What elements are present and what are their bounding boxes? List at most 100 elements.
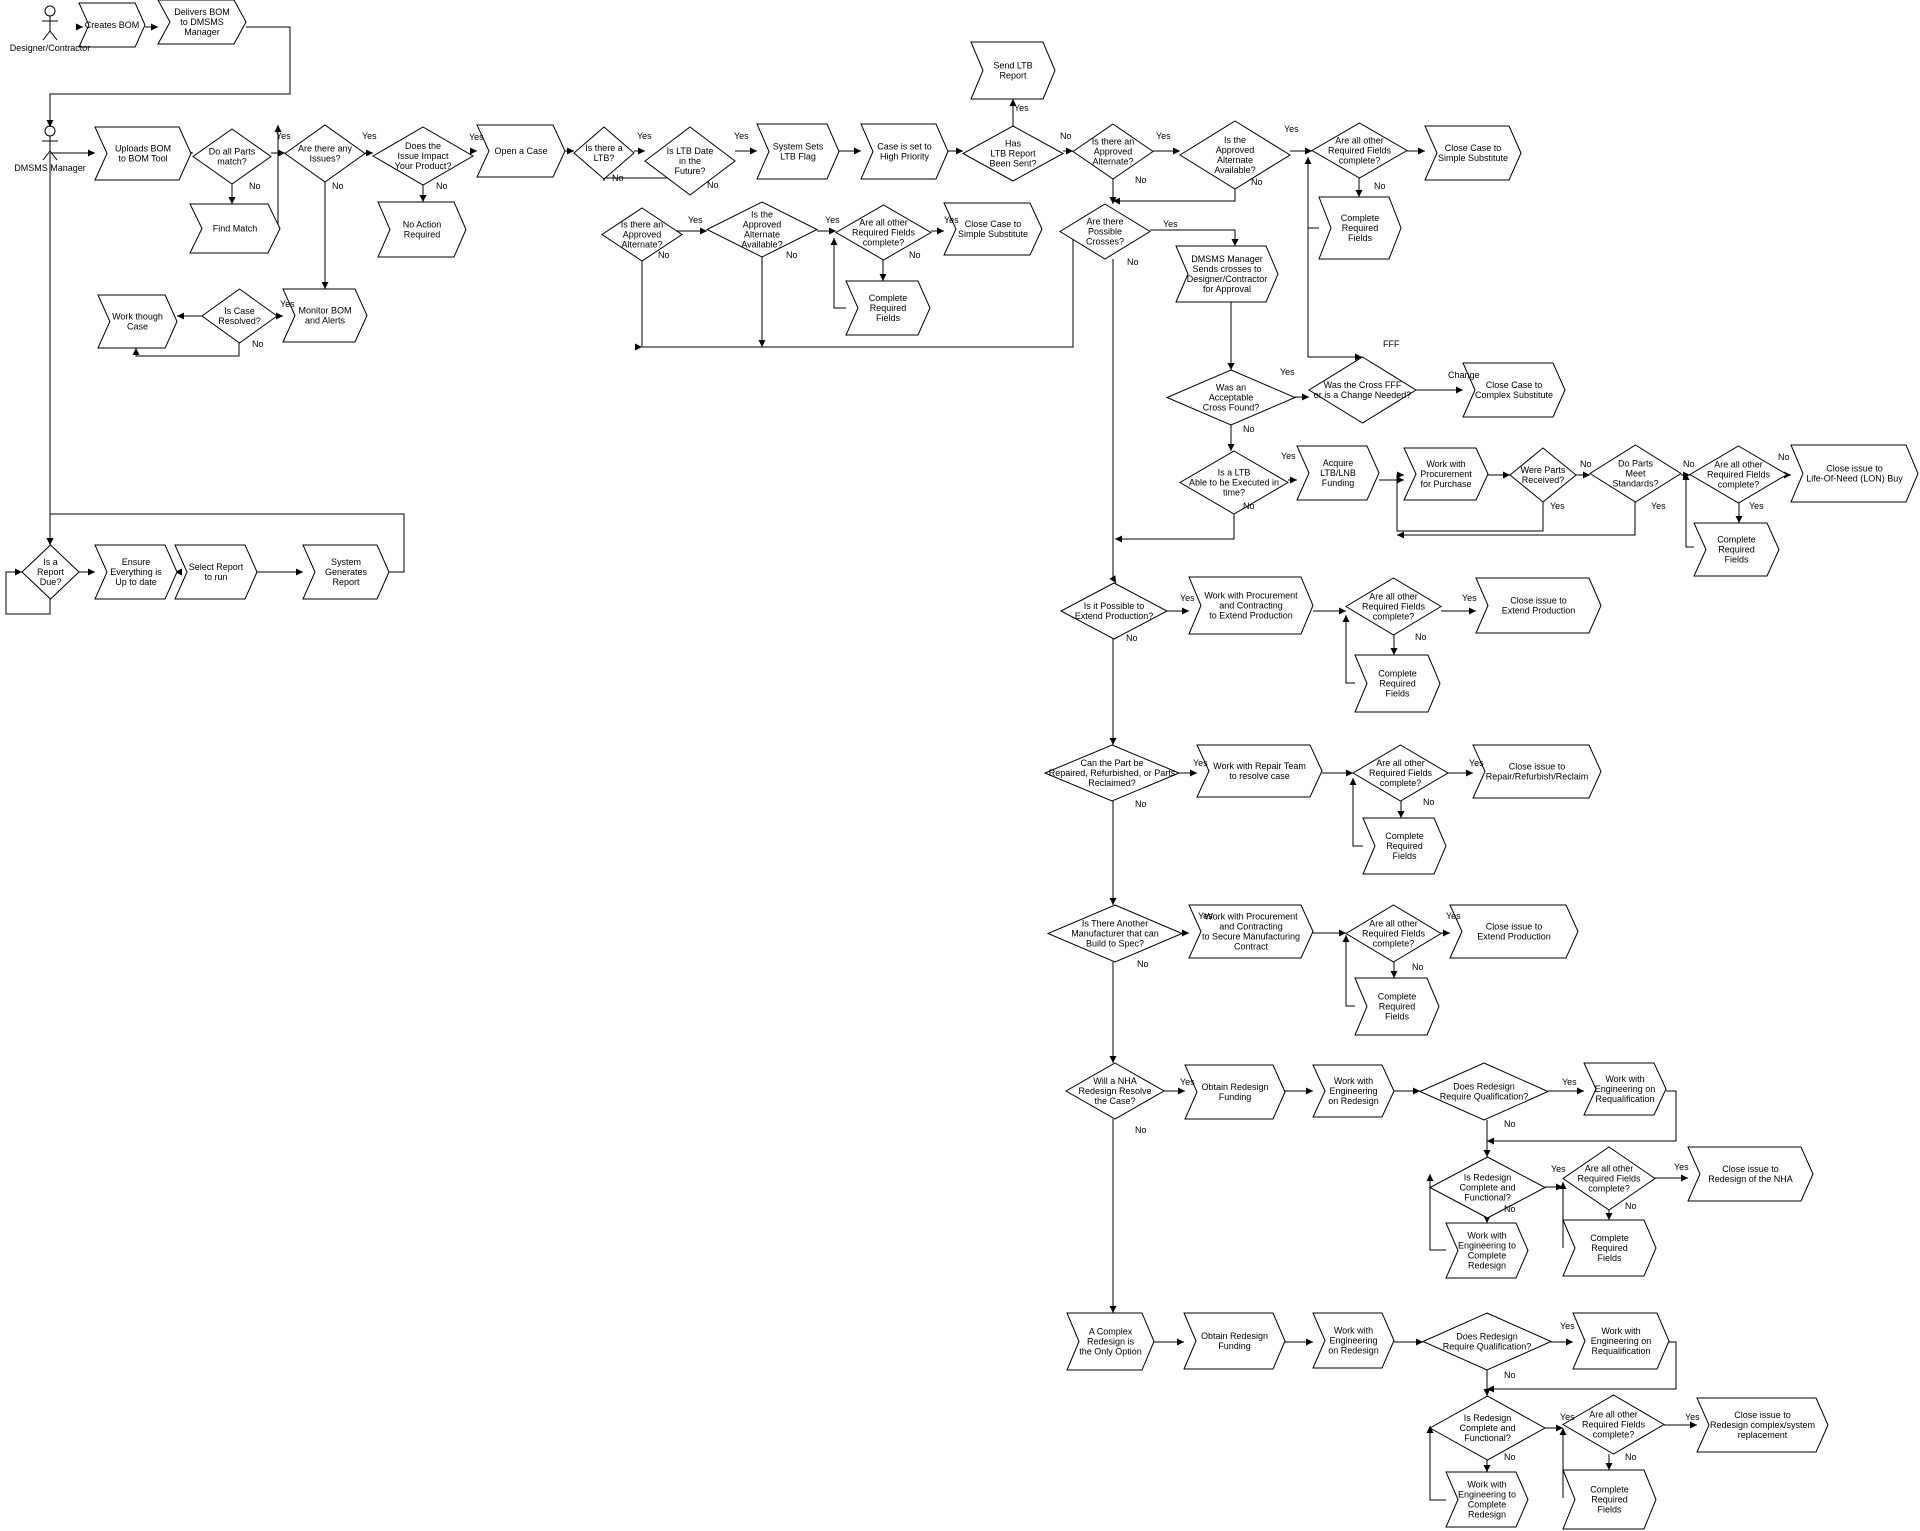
step-shape [1462, 362, 1566, 418]
step-shape [1066, 1312, 1155, 1371]
edge-label: No [1251, 177, 1263, 187]
edge-label: No [658, 250, 670, 260]
step-shape [943, 202, 1043, 256]
edge-label: Change [1448, 370, 1480, 380]
edge-label: Yes [469, 132, 484, 142]
decision-shape [1179, 450, 1289, 515]
step-createsBOM: Creates BOM [78, 2, 146, 48]
connector-lines [5, 23, 1791, 1501]
edge-label: Yes [1284, 124, 1299, 134]
edge-label: Yes [1281, 451, 1296, 461]
decision-shape [601, 207, 683, 262]
node-label: Creates BOM [85, 20, 140, 30]
edge-label: Yes [280, 299, 295, 309]
edge-label: No [0, 0, 12, 2]
connector [5, 568, 51, 615]
edge-label: Yes [1560, 1321, 1575, 1331]
step-shape [1196, 744, 1323, 798]
edge-label: No [1127, 257, 1139, 267]
step-shape [282, 288, 368, 343]
step-shape [1790, 444, 1919, 503]
connector [830, 238, 846, 309]
decision-shape [1043, 744, 1181, 802]
edge-label: No [436, 181, 448, 191]
edge-label: Yes [1180, 593, 1195, 603]
step-shape [970, 41, 1056, 100]
edge-label: Yes [1462, 593, 1477, 603]
edge-label: No [1135, 175, 1147, 185]
decision-shape [1589, 444, 1682, 503]
step-shape [1354, 654, 1441, 713]
step-shape [1403, 447, 1489, 501]
step-shape [1424, 125, 1522, 181]
decision-shape [1345, 904, 1442, 963]
decision-shape [284, 124, 366, 183]
step-shape [1188, 904, 1314, 959]
connector [1682, 473, 1694, 548]
decision-shape [1165, 369, 1297, 426]
decision-shape [1509, 447, 1577, 503]
decision-shape [1562, 1146, 1656, 1211]
decision-shape [1059, 582, 1169, 640]
decision-shape [1072, 123, 1154, 180]
step-shape [1583, 1062, 1667, 1116]
decision-shape [835, 204, 932, 261]
step-shape [1445, 1471, 1529, 1528]
connector [1342, 615, 1355, 684]
edge-label: Yes [825, 215, 840, 225]
edge-label: No [1504, 1119, 1516, 1129]
step-shape [860, 123, 949, 180]
edge-label: No [1415, 632, 1427, 642]
step-shape [174, 544, 258, 600]
node-label: Open a Case [494, 146, 547, 156]
edge-label: No [786, 250, 798, 260]
decision-shape [1064, 1062, 1166, 1120]
step-openCase: Open a Case [476, 124, 566, 178]
decision-shape [1428, 1395, 1547, 1461]
edge-label: Yes [1280, 367, 1295, 377]
